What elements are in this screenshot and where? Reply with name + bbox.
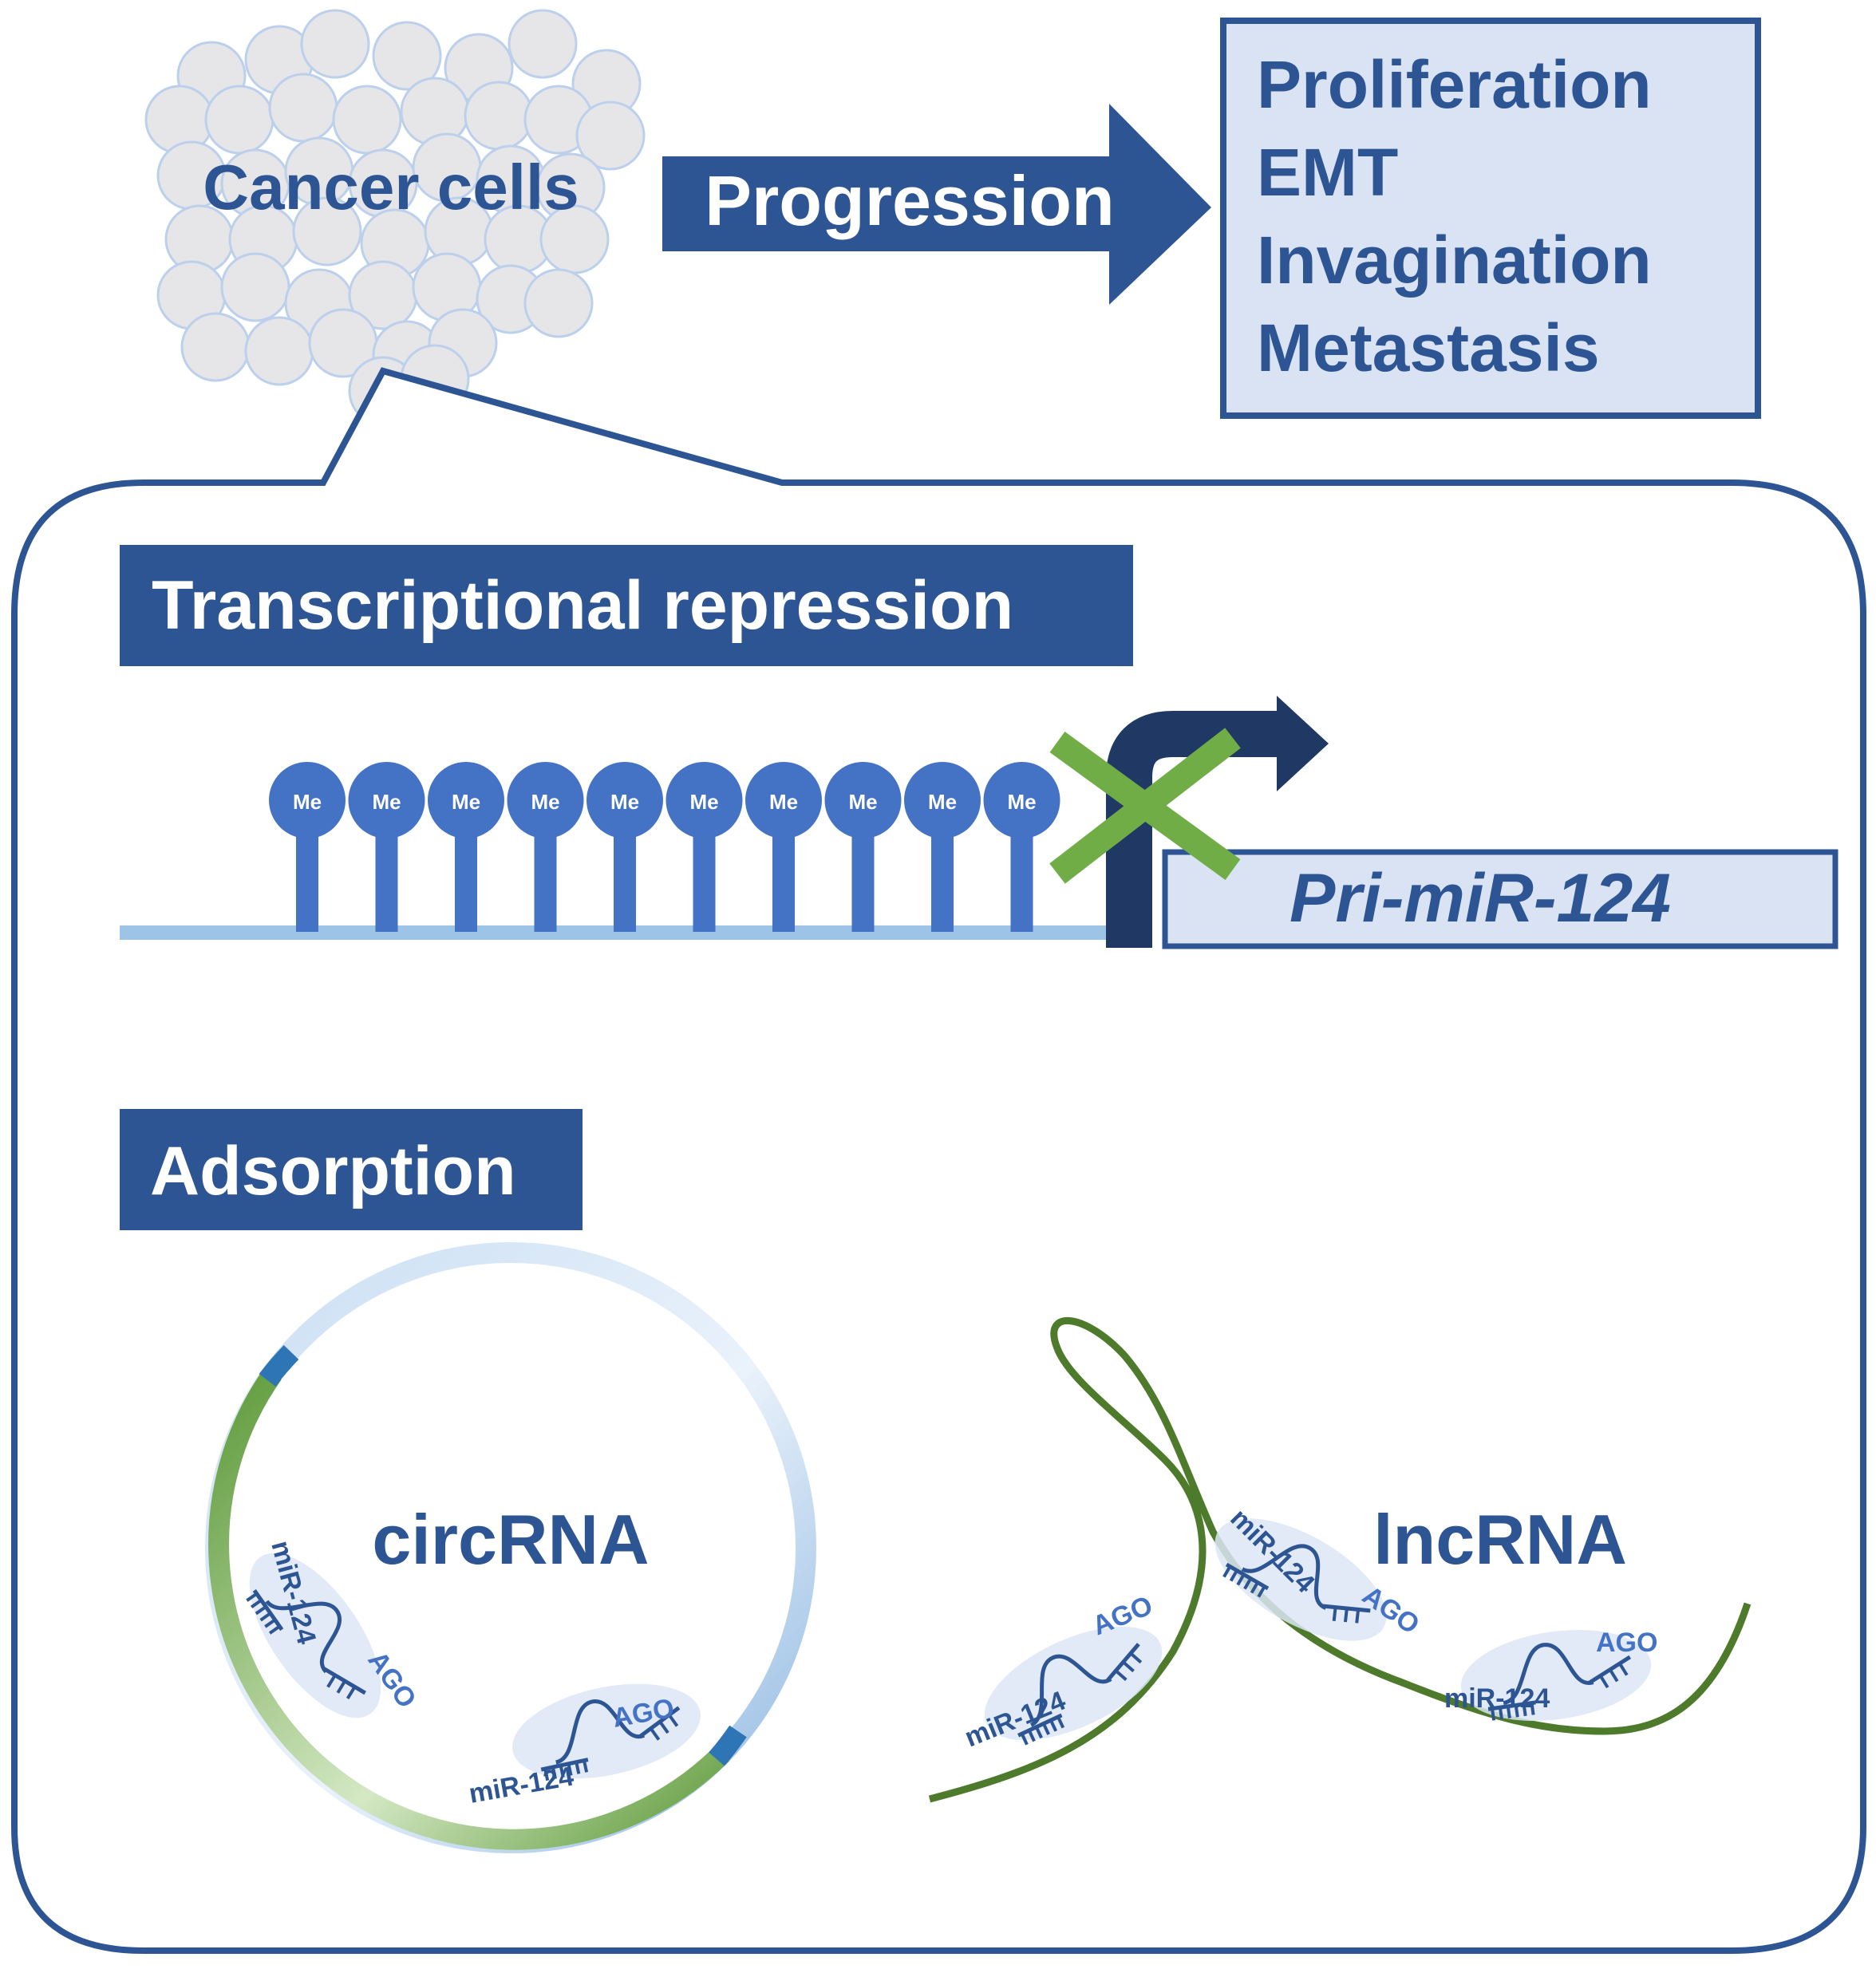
cancer-cell [300,9,370,79]
cancer-cell [332,85,402,155]
circrna-ring [205,1242,816,1853]
methyl-pin: Me [586,762,663,932]
transcriptional-repression-header [120,545,1133,666]
blocked-x-icon [1049,728,1241,884]
cancer-cell [220,252,290,322]
cancer-cell [372,21,442,91]
tss-arrow-head-icon [1277,696,1329,791]
methyl-label: Me [372,790,401,814]
outcome-metastasis: Metastasis [1257,310,1600,385]
methyl-label: Me [928,790,957,814]
cancer-cell [204,85,274,155]
methyl-pin: Me [428,762,504,932]
tss-arrow-stem [1106,711,1277,948]
circrna-label: circRNA [372,1500,649,1579]
lncrna-complex-3-mir: miR-124 [1444,1683,1550,1714]
lncrna-complex-3-ago: AGO [1596,1628,1657,1658]
transcriptional-repression-title: Transcriptional repression [152,567,1013,644]
methyl-label: Me [848,790,877,814]
lncrna-complex-3: miR-124 AGO [1444,1619,1657,1732]
methyl-pin: Me [745,762,822,932]
methyl-pin: Me [269,762,346,932]
cancer-cell [268,73,338,143]
gene-box [1162,849,1838,949]
cancer-cell [508,9,578,79]
outcome-proliferation: Proliferation [1257,47,1652,122]
methyl-label: Me [769,790,798,814]
methylation-marks: Me Me Me Me Me Me Me Me Me Me [269,762,1060,932]
gene-label: Pri-miR-124 [1290,860,1671,937]
methyl-label: Me [1007,790,1036,814]
methyl-pin: Me [507,762,584,932]
methyl-label: Me [531,790,559,814]
outcome-emt: EMT [1257,135,1398,210]
cancer-cell [464,81,534,151]
methyl-pin: Me [665,762,743,932]
cancer-cell [575,101,646,171]
adsorption-header [120,1109,583,1230]
lncrna-label: lncRNA [1373,1500,1627,1579]
cancer-cell [523,268,594,338]
progression-label: Progression [705,161,1114,240]
dna-strand [120,925,1133,940]
methyl-pin: Me [904,762,981,932]
methyl-label: Me [689,790,718,814]
adsorption-title: Adsorption [150,1133,516,1209]
lncrna-strand [928,1317,1752,1803]
cancer-cells-label: Cancer cells [203,152,579,223]
progression-arrow [662,104,1211,305]
outcomes-box [1220,18,1761,419]
methyl-pin: Me [824,762,902,932]
cancer-cell [292,196,362,266]
methyl-pin: Me [983,762,1060,932]
methyl-label: Me [610,790,639,814]
cancer-cell [180,312,251,382]
cancer-cell [244,316,314,386]
outcome-invagination: Invagination [1257,223,1652,298]
methyl-label: Me [452,790,480,814]
methyl-pin: Me [348,762,425,932]
methyl-label: Me [293,790,322,814]
